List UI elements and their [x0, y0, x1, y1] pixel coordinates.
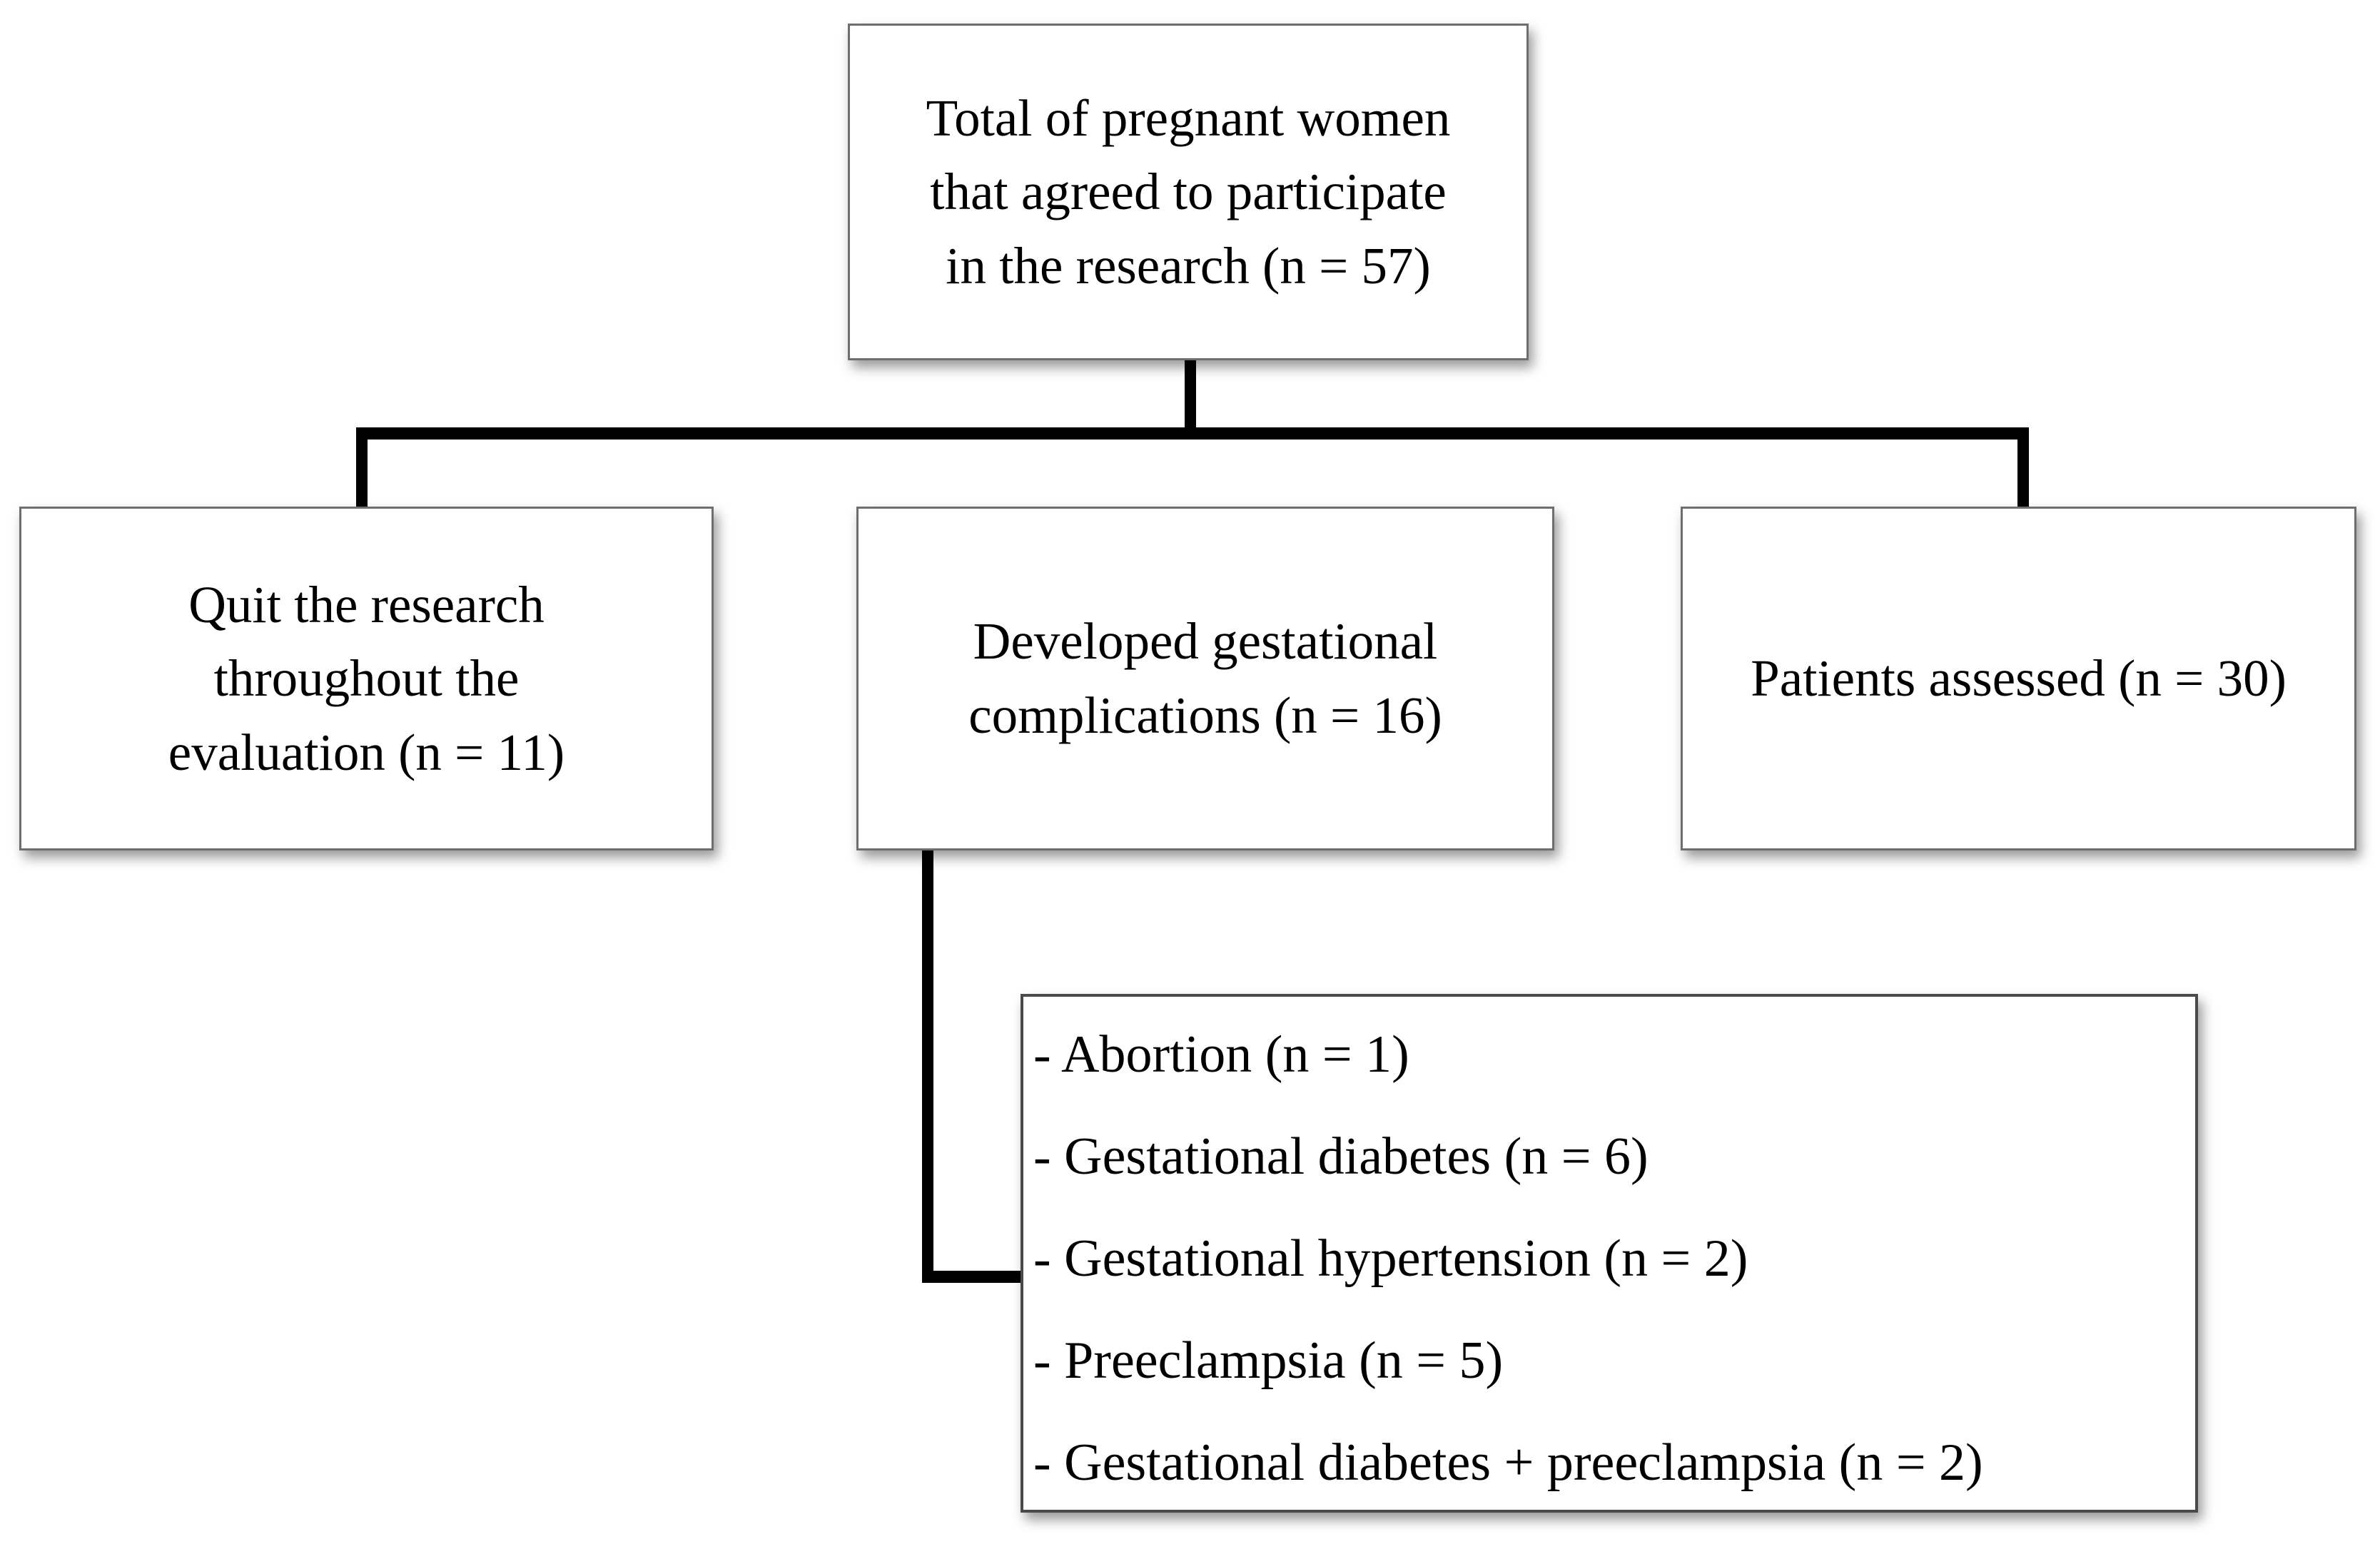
node-text-line: that agreed to participate	[930, 163, 1447, 221]
node-text-line: in the research (n = 57)	[946, 236, 1431, 295]
node-text-line: throughout the	[213, 649, 520, 708]
connector-horizontal-rail	[356, 427, 2029, 440]
node-text-line: Quit the research	[188, 575, 545, 634]
node-text-line: evaluation (n = 11)	[168, 723, 565, 781]
list-item: - Gestational hypertension (n = 2)	[1033, 1229, 1748, 1288]
flow-node-assessed: Patients assessed (n = 30)	[1681, 507, 2356, 850]
connector-rail-to-assessed	[2017, 427, 2029, 509]
flow-node-complication-list: - Abortion (n = 1) - Gestational diabete…	[1021, 994, 2198, 1513]
node-text-line: Patients assessed (n = 30)	[1751, 649, 2287, 708]
node-text-line: complications (n = 16)	[968, 686, 1442, 744]
flow-node-complications: Developed gestational complications (n =…	[856, 507, 1554, 850]
flow-node-quit: Quit the research throughout the evaluat…	[19, 507, 714, 850]
list-item: - Abortion (n = 1)	[1033, 1025, 1409, 1084]
connector-elbow-to-list	[922, 1271, 1026, 1283]
list-item: - Gestational diabetes (n = 6)	[1033, 1127, 1649, 1186]
list-item: - Preeclampsia (n = 5)	[1033, 1331, 1504, 1390]
node-text-line: Developed gestational	[973, 612, 1438, 671]
connector-total-to-rail	[1185, 360, 1196, 439]
list-item: - Gestational diabetes + preeclampsia (n…	[1033, 1433, 1983, 1492]
connector-rail-to-quit	[356, 427, 368, 509]
connector-complications-down	[922, 849, 933, 1283]
flow-node-total: Total of pregnant women that agreed to p…	[848, 24, 1529, 360]
node-text-line: Total of pregnant women	[926, 88, 1451, 147]
